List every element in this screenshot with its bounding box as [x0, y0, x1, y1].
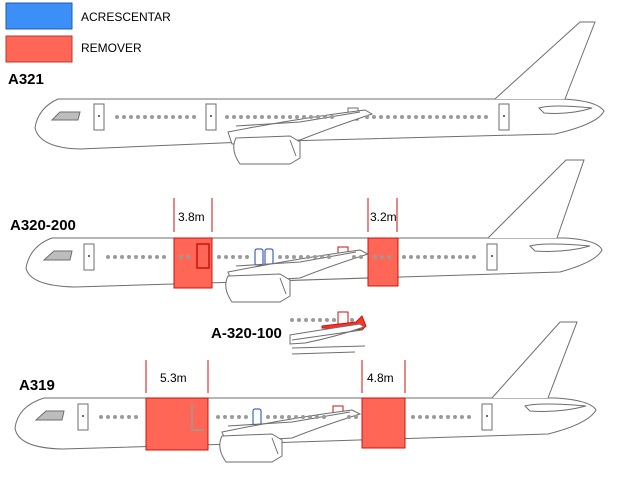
aircraft-a321: A321 — [8, 21, 605, 165]
door-a320-200-front — [83, 243, 95, 271]
model-label-a320-100: A-320-100 — [211, 325, 282, 342]
legend-add-label: ACRESCENTAR — [81, 10, 171, 24]
cockpit-windows-a320-200 — [42, 250, 73, 261]
window-row-a321 — [115, 115, 488, 119]
cockpit-windows-a321 — [50, 111, 81, 121]
door-a321-front — [93, 103, 105, 131]
legend-add-swatch — [5, 2, 73, 30]
door-a321-rear — [498, 103, 510, 131]
legend-remove-label: REMOVER — [81, 41, 142, 55]
window-row-a320-100 — [290, 318, 354, 322]
door-a319-rear — [481, 403, 493, 431]
tail-a319 — [491, 321, 578, 399]
model-label-a320-200: A320-200 — [10, 217, 76, 234]
engine-a320-200 — [225, 273, 291, 303]
remove-plug-a319-front — [145, 397, 209, 451]
window-row-a320-200 — [106, 255, 476, 259]
wing-a320-100 — [289, 323, 366, 345]
remove-plug-a320-200-rear — [367, 237, 399, 287]
remove-plug-a319-rear — [361, 397, 406, 449]
cockpit-windows-a319 — [34, 410, 65, 421]
tail-a321 — [494, 21, 596, 100]
dimension-a320-200-rear: 3.2m — [370, 210, 397, 224]
door-a320-200-rear — [486, 243, 498, 271]
aircraft-a320-200: A320-200 3.8 — [10, 159, 603, 303]
engine-a319 — [219, 433, 283, 463]
remove-door-a320-200 — [196, 243, 210, 269]
engine-a321 — [233, 135, 301, 165]
aircraft-a320-100: A-320-100 — [211, 311, 367, 355]
remove-door-a319 — [191, 404, 204, 431]
aircraft-a319: A319 5.3m 4.8m — [14, 321, 597, 463]
model-label-a319: A319 — [19, 377, 55, 394]
dimension-a319-front: 5.3m — [160, 371, 187, 385]
door-a321-mid — [205, 103, 217, 131]
window-row-a319 — [99, 415, 471, 419]
remove-plug-a320-200-front — [173, 237, 213, 289]
dimension-a319-rear: 4.8m — [367, 371, 394, 385]
model-label-a321: A321 — [8, 71, 44, 88]
tail-a320-200 — [487, 159, 585, 239]
legend-remove-swatch — [5, 35, 73, 63]
door-a319-front — [77, 403, 89, 431]
remove-overwing-exit-a320-100 — [337, 311, 349, 325]
dimension-a320-200-front: 3.8m — [178, 210, 205, 224]
legend: ACRESCENTAR REMOVER — [5, 2, 171, 63]
